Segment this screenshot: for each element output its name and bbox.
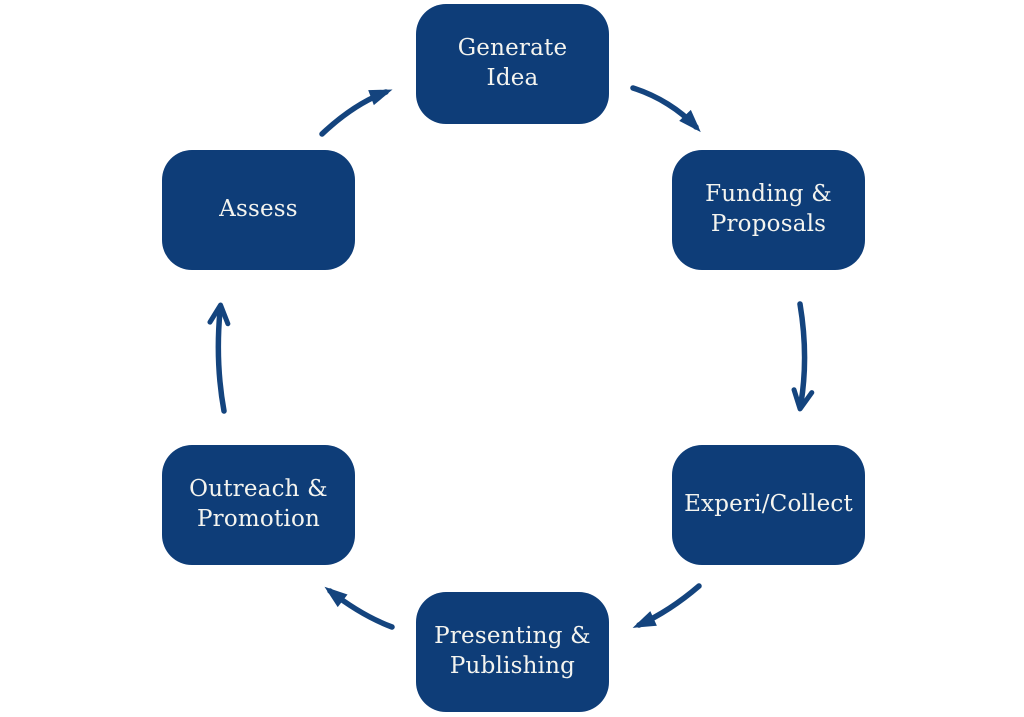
- node-funding-proposals-label: Funding & Proposals: [705, 181, 832, 237]
- node-experi-collect-label: Experi/Collect: [684, 491, 853, 518]
- node-generate-idea: Generate Idea: [416, 4, 609, 124]
- node-outreach-promotion: Outreach & Promotion: [162, 445, 355, 565]
- node-generate-idea-label: Generate Idea: [457, 35, 568, 91]
- node-assess: Assess: [162, 150, 355, 270]
- node-presenting-publishing: Presenting & Publishing: [416, 592, 609, 712]
- node-presenting-publishing-label: Presenting & Publishing: [434, 623, 591, 679]
- arrow-generate-idea-to-funding-proposals: [630, 85, 701, 133]
- arrow-experi-collect-to-presenting-publishing: [632, 583, 702, 628]
- node-outreach-promotion-label: Outreach & Promotion: [189, 476, 328, 532]
- arrow-assess-to-generate-idea: [319, 89, 393, 137]
- node-assess-label: Assess: [219, 196, 298, 223]
- node-experi-collect: Experi/Collect: [672, 445, 865, 565]
- arrow-outreach-promotion-to-assess: [207, 302, 231, 414]
- arrow-presenting-publishing-to-outreach-promotion: [324, 586, 395, 630]
- node-funding-proposals: Funding & Proposals: [672, 150, 865, 270]
- arrow-funding-proposals-to-experi-collect: [791, 301, 815, 412]
